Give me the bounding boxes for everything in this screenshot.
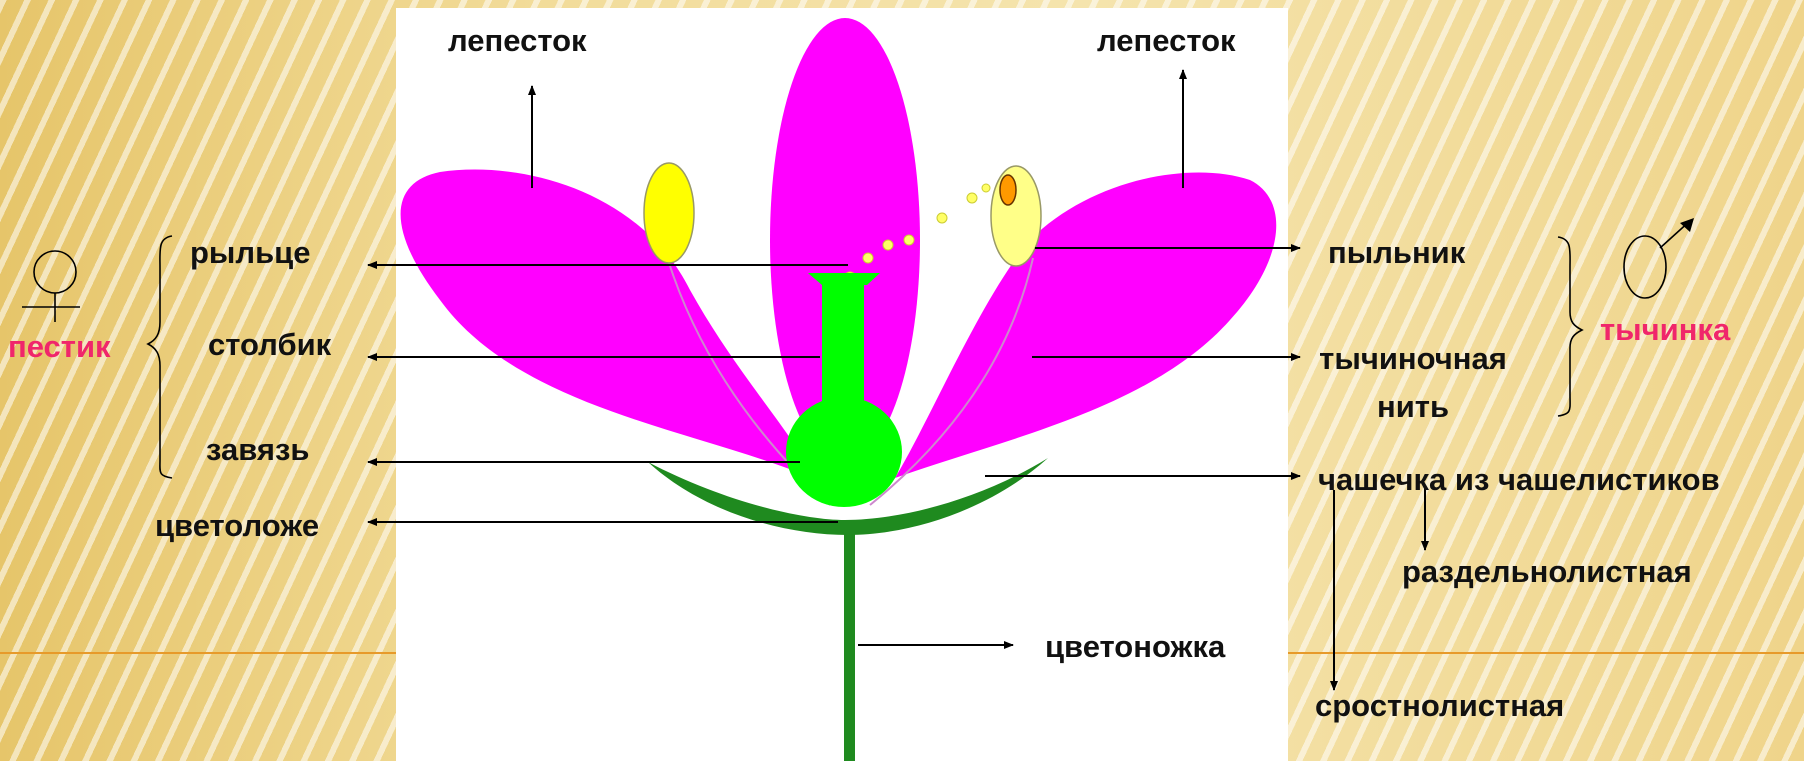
pollen-grain-orange: [1000, 175, 1016, 205]
label-stamen: тычинка: [1600, 314, 1730, 345]
label-fused-sepals: сростнолистная: [1315, 690, 1564, 721]
label-filament-line2: нить: [1313, 391, 1513, 422]
label-petal-left: лепесток: [448, 25, 587, 56]
anther-right: [991, 166, 1041, 266]
label-petal-right: лепесток: [1097, 25, 1236, 56]
anther-left: [644, 163, 694, 263]
petal-left: [401, 170, 812, 478]
label-ovary: завязь: [206, 434, 309, 465]
label-style: столбик: [208, 329, 331, 360]
venus-symbol-icon: [22, 251, 80, 322]
brace-pistil: [148, 236, 172, 478]
label-receptacle: цветоложе: [155, 510, 319, 541]
label-anther: пыльник: [1328, 237, 1465, 268]
label-pistil: пестик: [8, 331, 111, 362]
label-pedicel: цветоножка: [1045, 631, 1225, 662]
ovary: [786, 397, 902, 507]
brace-stamen: [1558, 237, 1582, 416]
label-filament-line1: тычиночная: [1313, 343, 1513, 374]
petal-right: [895, 173, 1276, 479]
label-stigma: рыльце: [190, 237, 310, 268]
style: [822, 278, 864, 418]
mars-symbol-icon: [1624, 218, 1694, 298]
label-calyx: чашечка из чашелистиков: [1318, 464, 1720, 495]
label-separate-sepals: раздельнолистная: [1402, 556, 1692, 587]
pedicel-stem: [844, 525, 855, 761]
